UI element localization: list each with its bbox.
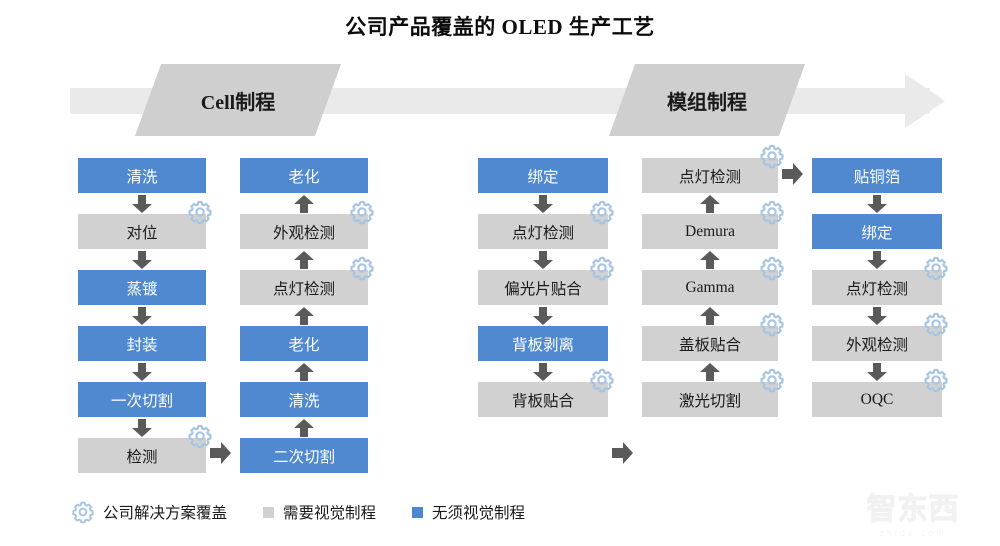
process-banner: Cell制程 模组制程 <box>0 60 1000 140</box>
process-node: 老化 <box>240 326 368 361</box>
arrow-down-icon <box>865 251 889 270</box>
gear-icon <box>758 198 786 226</box>
process-node: 绑定 <box>812 214 942 249</box>
process-node: 二次切割 <box>240 438 368 473</box>
gear-icon <box>588 254 616 282</box>
process-node: 绑定 <box>478 158 608 193</box>
arrow-up-icon <box>292 419 316 438</box>
process-node: 点灯检测 <box>478 214 608 249</box>
arrow-up-icon <box>698 363 722 382</box>
watermark-url: zhidx.com <box>879 527 947 538</box>
legend: 公司解决方案覆盖 需要视觉制程 无须视觉制程 <box>70 498 525 526</box>
banner-arrow-head-icon <box>905 74 945 128</box>
process-node: 贴铜箔 <box>812 158 942 193</box>
process-node: 盖板贴合 <box>642 326 778 361</box>
gear-icon <box>758 254 786 282</box>
process-node: 清洗 <box>240 382 368 417</box>
process-node: 对位 <box>78 214 206 249</box>
watermark-logo-text: 智东西 <box>866 492 960 526</box>
arrow-up-icon <box>292 251 316 270</box>
process-node: 点灯检测 <box>642 158 778 193</box>
gear-icon <box>758 366 786 394</box>
gear-icon <box>186 198 214 226</box>
gear-icon <box>348 254 376 282</box>
gear-icon <box>588 198 616 226</box>
arrow-down-icon <box>130 251 154 270</box>
gear-icon <box>758 310 786 338</box>
process-node: 外观检测 <box>240 214 368 249</box>
gear-icon <box>186 422 214 450</box>
gear-icon <box>70 499 96 525</box>
gray-square-icon <box>263 506 275 518</box>
gear-icon <box>922 310 950 338</box>
arrow-right-icon-cell-1-to-2 <box>210 441 232 465</box>
arrow-up-icon <box>292 195 316 214</box>
process-node: 点灯检测 <box>240 270 368 305</box>
arrow-right-icon-module-2-to-3 <box>782 162 804 186</box>
arrow-down-icon <box>531 363 555 382</box>
arrow-down-icon <box>865 363 889 382</box>
process-node: 背板贴合 <box>478 382 608 417</box>
process-node: Gamma <box>642 270 778 305</box>
arrow-right-icon-module-1-to-2 <box>612 441 634 465</box>
gear-icon <box>588 366 616 394</box>
arrow-down-icon <box>130 419 154 438</box>
arrow-down-icon <box>531 307 555 326</box>
process-node: 偏光片贴合 <box>478 270 608 305</box>
gear-icon <box>922 366 950 394</box>
gear-icon <box>922 254 950 282</box>
process-node: 外观检测 <box>812 326 942 361</box>
legend-label-vision-not-required: 无须视觉制程 <box>432 505 526 522</box>
process-node: 一次切割 <box>78 382 206 417</box>
gear-icon <box>758 142 786 170</box>
arrow-down-icon <box>865 195 889 214</box>
process-node: 蒸镀 <box>78 270 206 305</box>
arrow-down-icon <box>130 307 154 326</box>
process-node: 老化 <box>240 158 368 193</box>
cell-banner-label: Cell制程 <box>200 91 276 114</box>
legend-item-vision-required: 需要视觉制程 <box>263 501 376 523</box>
arrow-down-icon <box>531 195 555 214</box>
legend-label-vision-required: 需要视觉制程 <box>283 505 377 522</box>
arrow-up-icon <box>292 363 316 382</box>
arrow-up-icon <box>698 195 722 214</box>
process-node: OQC <box>812 382 942 417</box>
arrow-down-icon <box>130 195 154 214</box>
arrow-down-icon <box>531 251 555 270</box>
watermark: 智东西 zhidx.com <box>838 490 988 542</box>
process-node: 清洗 <box>78 158 206 193</box>
gear-icon <box>348 198 376 226</box>
legend-item-vision-not-required: 无须视觉制程 <box>412 501 525 523</box>
module-banner-label: 模组制程 <box>667 91 747 114</box>
arrow-up-icon <box>698 307 722 326</box>
arrow-down-icon <box>865 307 889 326</box>
arrow-up-icon <box>292 307 316 326</box>
blue-square-icon <box>412 506 424 518</box>
process-node: 背板剥离 <box>478 326 608 361</box>
process-node: 激光切割 <box>642 382 778 417</box>
legend-label-solution: 公司解决方案覆盖 <box>103 505 228 522</box>
process-node: 封装 <box>78 326 206 361</box>
page-title: 公司产品覆盖的 OLED 生产工艺 <box>345 15 655 39</box>
process-node: 检测 <box>78 438 206 473</box>
legend-item-solution: 公司解决方案覆盖 <box>70 499 227 525</box>
process-node: 点灯检测 <box>812 270 942 305</box>
arrow-down-icon <box>130 363 154 382</box>
process-node: Demura <box>642 214 778 249</box>
arrow-up-icon <box>698 251 722 270</box>
